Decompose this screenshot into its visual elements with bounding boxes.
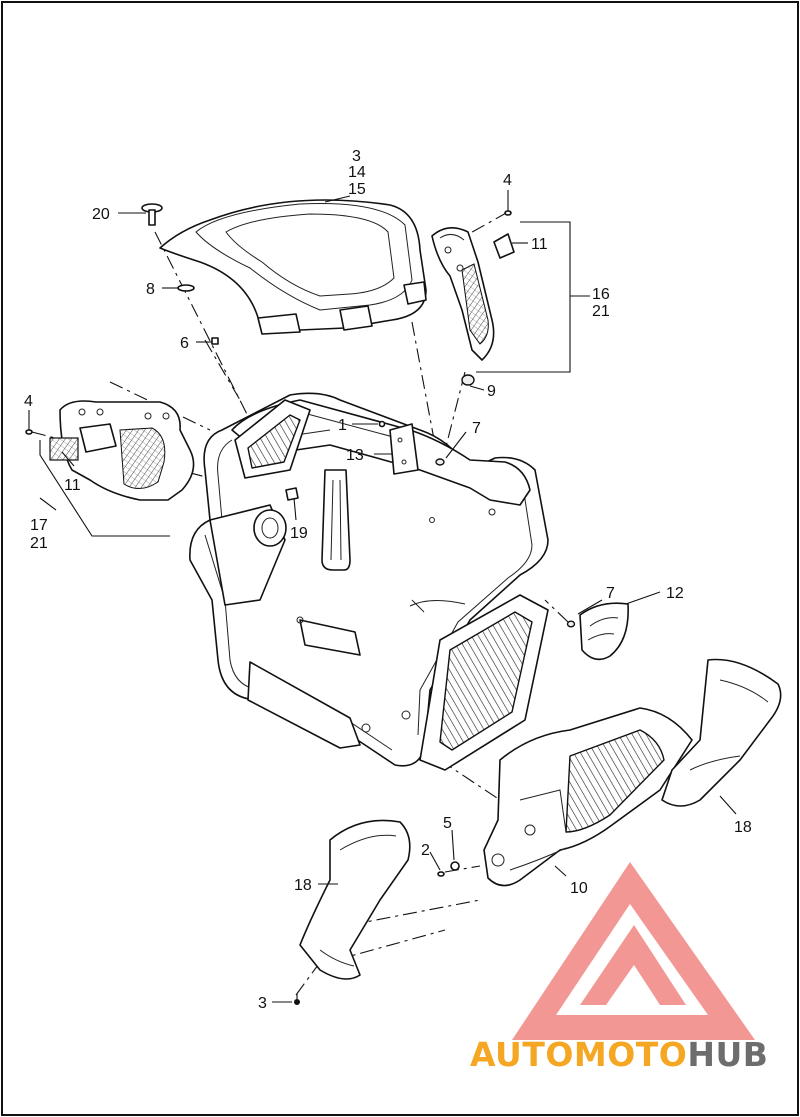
callout-14: 14 [348, 164, 366, 181]
grommet-part-8 [177, 284, 195, 292]
callout-10: 10 [570, 880, 588, 897]
callout-19: 19 [290, 525, 308, 542]
screw-part-3 [294, 994, 300, 1005]
lower-cover-right [661, 658, 782, 807]
callout-21-left: 21 [30, 535, 48, 552]
screw-part-4-right [504, 204, 512, 216]
callout-5: 5 [443, 815, 452, 832]
callout-21-right: 21 [592, 303, 610, 320]
screw-part-2 [437, 871, 445, 877]
bracket-part-13 [389, 423, 419, 475]
callout-9: 9 [487, 383, 496, 400]
callout-20: 20 [92, 206, 110, 223]
upper-fairing-cover [159, 199, 427, 335]
callout-numbers: 3 14 15 20 8 6 4 11 16 21 9 4 11 17 21 1… [24, 148, 752, 1012]
right-side-panel [431, 227, 495, 361]
lower-radiator-shroud [483, 707, 693, 887]
callout-8: 8 [146, 281, 155, 298]
nut-part-7-upper [435, 458, 445, 466]
motorcycle-frame [189, 392, 549, 771]
callout-6: 6 [180, 335, 189, 352]
screw-part-1 [378, 420, 386, 428]
callout-16: 16 [592, 286, 610, 303]
callout-17: 17 [30, 517, 48, 534]
callout-18-left: 18 [294, 877, 312, 894]
callout-7-lower: 7 [606, 585, 615, 602]
callout-4-right: 4 [503, 172, 512, 189]
callout-11-right: 11 [531, 236, 548, 253]
watermark-text: AUTOMOTOHUB [470, 1035, 768, 1074]
cover-part-12 [579, 602, 629, 661]
callout-2: 2 [421, 842, 430, 859]
spacer-part-6 [211, 337, 219, 345]
nut-part-7-lower [566, 620, 576, 628]
callout-18-right: 18 [734, 819, 752, 836]
callout-4-left: 4 [24, 393, 33, 410]
washer-part-5 [450, 861, 460, 871]
clip-part-19 [285, 487, 299, 501]
automotohub-triangle-logo [512, 862, 755, 1040]
callout-1: 1 [338, 417, 347, 434]
watermark-hub: HUB [687, 1035, 768, 1074]
grommet-part-9 [461, 374, 475, 386]
push-fastener-part-20 [141, 203, 163, 226]
screw-part-4-left [25, 420, 33, 435]
watermark-moto: MOTO [574, 1035, 687, 1074]
callout-11-left: 11 [64, 477, 81, 494]
watermark-auto: AUTO [470, 1035, 574, 1074]
callout-12: 12 [666, 585, 684, 602]
lower-cover-left [299, 819, 411, 980]
emblem-part-11-left [49, 423, 117, 461]
callout-13: 13 [346, 447, 364, 464]
automotohub-watermark: AUTOMOTOHUB [470, 862, 768, 1074]
callout-15: 15 [348, 181, 366, 198]
emblem-part-11-right [493, 233, 515, 259]
callout-3-lower: 3 [258, 995, 267, 1012]
leader-lines [28, 190, 737, 1003]
callout-7-upper: 7 [472, 420, 481, 437]
callout-3: 3 [352, 148, 361, 165]
